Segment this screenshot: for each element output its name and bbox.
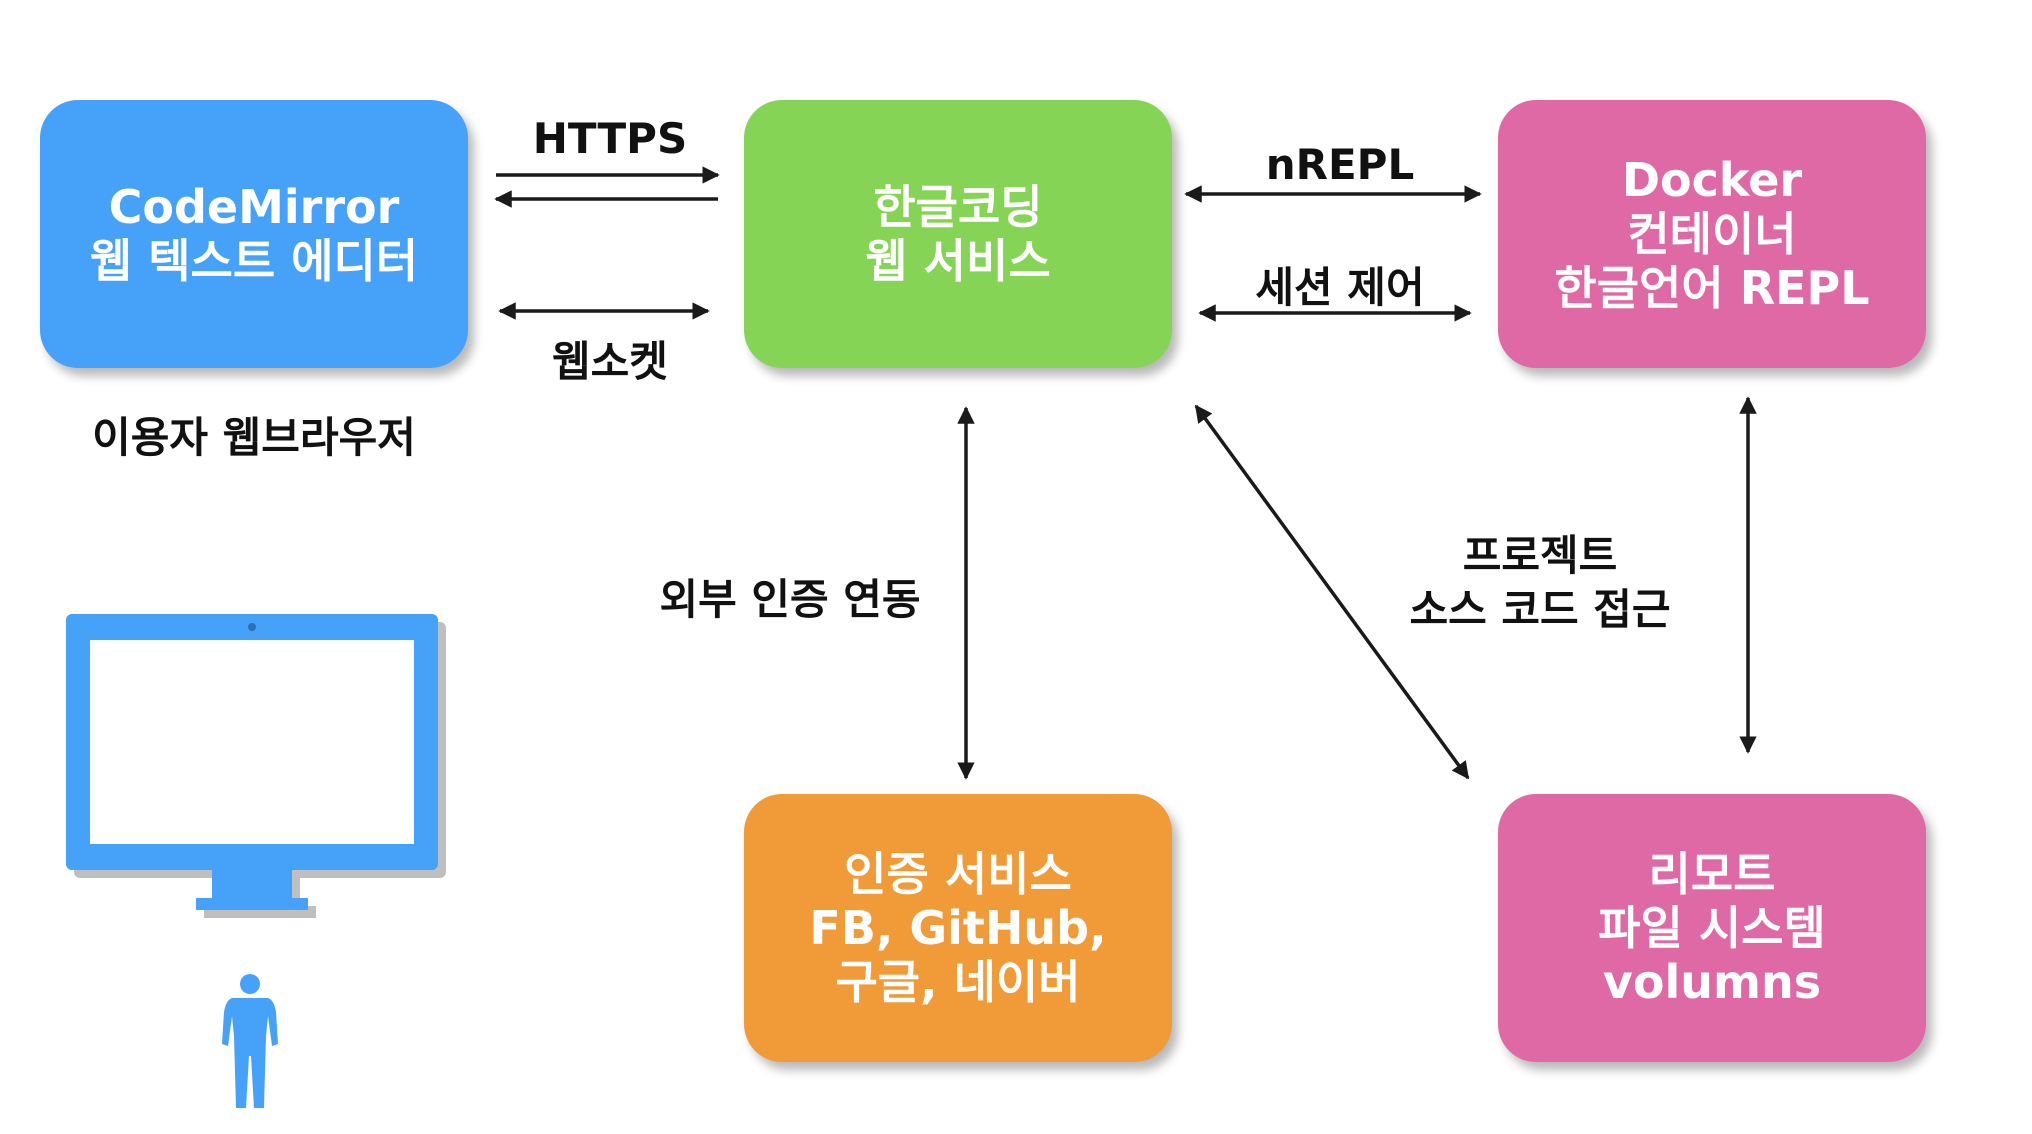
monitor-icon [66,614,446,918]
project-source-arrow [1194,404,1470,780]
external-auth-label: 외부 인증 연동 [659,575,921,624]
auth-title: 인증 서비스 [844,847,1072,901]
auth-providers-1: FB, GitHub, [809,901,1107,955]
codemirror-title: CodeMirror [108,180,400,234]
codemirror-subtitle: 웹 텍스트 에디터 [89,234,419,288]
web-service-subtitle: 웹 서비스 [865,234,1051,288]
web-service-title: 한글코딩 [873,180,1043,234]
user-browser-label: 이용자 웹브라우저 [92,413,416,462]
remote-fs-volumes: volumns [1602,955,1822,1009]
remote-fs-box: 리모트 파일 시스템 volumns [1498,794,1926,1062]
codemirror-box: CodeMirror 웹 텍스트 에디터 [40,100,468,368]
auth-service-box: 인증 서비스 FB, GitHub, 구글, 네이버 [744,794,1172,1062]
session-control-label: 세션 제어 [1255,263,1425,312]
docker-repl: 한글언어 REPL [1554,261,1870,315]
nrepl-label: nREPL [1265,140,1415,189]
docker-box: Docker 컨테이너 한글언어 REPL [1498,100,1926,368]
websocket-label: 웹소켓 [552,337,668,386]
docker-title: Docker [1621,153,1803,207]
auth-providers-2: 구글, 네이버 [835,955,1081,1009]
https-label: HTTPS [532,114,688,163]
person-icon [222,974,278,1108]
web-service-box: 한글코딩 웹 서비스 [744,100,1172,368]
project-access-label-1: 프로젝트 [1462,531,1618,580]
remote-fs-title: 리모트 [1648,847,1776,901]
remote-fs-subtitle: 파일 시스템 [1598,901,1826,955]
docker-subtitle: 컨테이너 [1627,207,1797,261]
